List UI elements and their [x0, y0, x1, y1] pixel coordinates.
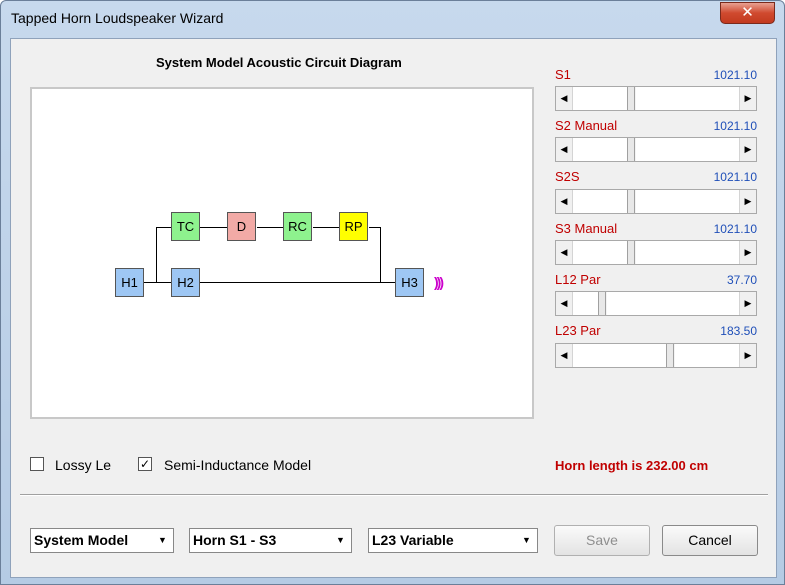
slider-value: 1021.10: [713, 68, 757, 82]
slider-label: S2 Manual: [555, 118, 618, 133]
scrollbar-s2-manual[interactable]: ◀ ▶: [555, 137, 757, 162]
scroll-thumb[interactable]: [666, 344, 674, 367]
horn-length-status: Horn length is 232.00 cm: [555, 458, 709, 473]
chevron-down-icon[interactable]: ▼: [158, 535, 167, 545]
slider-label: S3 Manual: [555, 221, 618, 236]
node-tc: TC: [171, 212, 200, 241]
node-rp: RP: [339, 212, 368, 241]
wire-tc-d: [200, 227, 228, 228]
scroll-left-icon[interactable]: ◀: [556, 190, 573, 213]
horn-select-value: Horn S1 - S3: [193, 532, 277, 548]
save-button[interactable]: Save: [554, 525, 650, 556]
model-select[interactable]: System Model ▼: [30, 528, 174, 553]
horn-select[interactable]: Horn S1 - S3 ▼: [189, 528, 352, 553]
wire-to-tc: [156, 227, 171, 228]
slider-label: S2S: [555, 169, 580, 184]
scroll-thumb[interactable]: [627, 87, 635, 110]
slider-value: 1021.10: [713, 119, 757, 133]
scroll-track[interactable]: [573, 138, 627, 161]
slider-label: S1: [555, 67, 571, 82]
scroll-track[interactable]: [636, 190, 739, 213]
scroll-right-icon[interactable]: ▶: [739, 190, 756, 213]
scroll-left-icon[interactable]: ◀: [556, 87, 573, 110]
slider-value: 1021.10: [713, 170, 757, 184]
scroll-track[interactable]: [675, 344, 739, 367]
semi-inductance-checkbox[interactable]: ✓: [138, 457, 152, 471]
wire-rc-rp: [313, 227, 340, 228]
window-title: Tapped Horn Loudspeaker Wizard: [11, 10, 224, 26]
wire-h1-h2: [144, 282, 171, 283]
scroll-track[interactable]: [607, 292, 739, 315]
diagram-title: System Model Acoustic Circuit Diagram: [156, 55, 402, 70]
scroll-left-icon[interactable]: ◀: [556, 344, 573, 367]
close-button[interactable]: ✕: [720, 2, 775, 24]
checkmark-icon: ✓: [139, 457, 151, 471]
model-select-value: System Model: [34, 532, 129, 548]
scrollbar-s2s[interactable]: ◀ ▶: [555, 189, 757, 214]
scroll-thumb[interactable]: [598, 292, 606, 315]
wire-branch-left-vertical: [156, 227, 157, 283]
scroll-track[interactable]: [636, 241, 739, 264]
chevron-down-icon[interactable]: ▼: [336, 535, 345, 545]
scroll-thumb[interactable]: [627, 241, 635, 264]
dialog-client-area: System Model Acoustic Circuit Diagram H1…: [10, 38, 777, 578]
node-rc: RC: [283, 212, 312, 241]
node-d: D: [227, 212, 256, 241]
circuit-diagram: H1 H2 H3 TC D RC RP ))): [30, 87, 534, 419]
chevron-down-icon[interactable]: ▼: [522, 535, 531, 545]
scroll-thumb[interactable]: [627, 190, 635, 213]
scroll-left-icon[interactable]: ◀: [556, 241, 573, 264]
semi-inductance-label[interactable]: Semi-Inductance Model: [164, 457, 312, 473]
scrollbar-l23-par[interactable]: ◀ ▶: [555, 343, 757, 368]
scroll-right-icon[interactable]: ▶: [739, 344, 756, 367]
scroll-left-icon[interactable]: ◀: [556, 138, 573, 161]
variable-select-value: L23 Variable: [372, 532, 454, 548]
wire-branch-right-vertical: [380, 227, 381, 283]
scroll-track[interactable]: [573, 241, 627, 264]
scrollbar-l12-par[interactable]: ◀ ▶: [555, 291, 757, 316]
slider-value: 1021.10: [713, 222, 757, 236]
wire-rp-right: [369, 227, 381, 228]
wire-d-rc: [257, 227, 284, 228]
node-h1: H1: [115, 268, 144, 297]
scroll-thumb[interactable]: [627, 138, 635, 161]
scroll-track[interactable]: [573, 87, 627, 110]
scroll-left-icon[interactable]: ◀: [556, 292, 573, 315]
scroll-right-icon[interactable]: ▶: [739, 87, 756, 110]
cancel-button[interactable]: Cancel: [662, 525, 758, 556]
node-h2: H2: [171, 268, 200, 297]
separator: [20, 494, 768, 496]
title-bar: Tapped Horn Loudspeaker Wizard ✕: [1, 1, 784, 35]
scroll-track[interactable]: [573, 344, 666, 367]
slider-label: L12 Par: [555, 272, 601, 287]
scroll-track[interactable]: [573, 190, 627, 213]
scroll-track[interactable]: [636, 87, 739, 110]
slider-value: 183.50: [720, 324, 757, 338]
close-icon: ✕: [741, 4, 754, 21]
scroll-right-icon[interactable]: ▶: [739, 292, 756, 315]
lossy-le-checkbox[interactable]: [30, 457, 44, 471]
wire-h2-h3: [200, 282, 396, 283]
slider-value: 37.70: [726, 273, 757, 287]
scroll-right-icon[interactable]: ▶: [739, 241, 756, 264]
scrollbar-s3-manual[interactable]: ◀ ▶: [555, 240, 757, 265]
lossy-le-label[interactable]: Lossy Le: [55, 457, 112, 473]
scroll-right-icon[interactable]: ▶: [739, 138, 756, 161]
scroll-track[interactable]: [573, 292, 598, 315]
sound-radiation-icon: ))): [434, 274, 444, 290]
scroll-track[interactable]: [636, 138, 739, 161]
variable-select[interactable]: L23 Variable ▼: [368, 528, 538, 553]
node-h3: H3: [395, 268, 424, 297]
scrollbar-s1[interactable]: ◀ ▶: [555, 86, 757, 111]
slider-label: L23 Par: [555, 323, 601, 338]
